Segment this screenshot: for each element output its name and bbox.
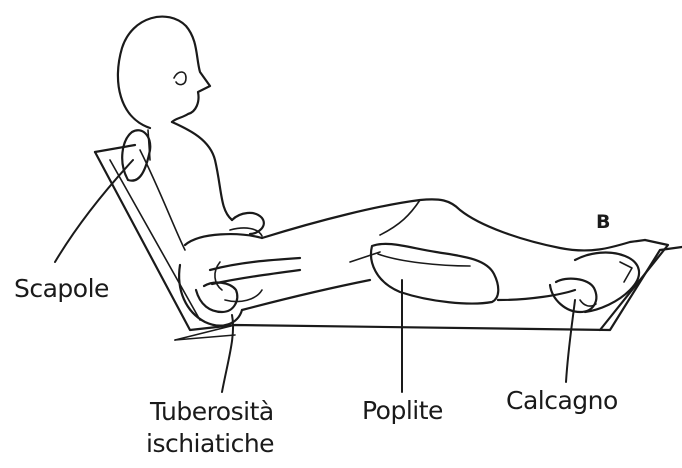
head [118,17,210,160]
label-calcagno: Calcagno [506,388,618,413]
panel-letter: B [596,213,610,232]
torso [122,122,264,250]
label-scapole: Scapole [14,276,109,301]
label-tuberosita-line2: ischiatiche [146,431,274,456]
label-tuberosita-line1: Tuberosità [150,399,274,424]
arm [210,258,300,290]
calcagno-leader [566,300,575,382]
knee-cushion [371,244,498,304]
scapole-leader [55,160,133,262]
leg [242,199,645,310]
label-poplite: Poplite [362,398,443,423]
pelvis [179,265,262,326]
leader-lines [55,160,575,392]
